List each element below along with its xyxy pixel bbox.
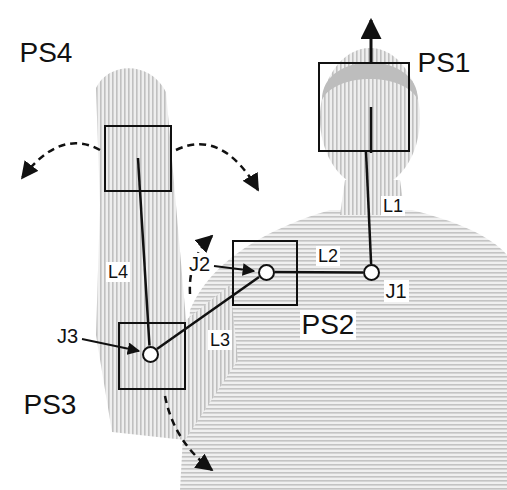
- posture-sensor-box: J2PS2: [232, 240, 298, 306]
- link-label: L4: [106, 262, 130, 282]
- link-line: [275, 271, 364, 274]
- joint-label: J3: [55, 325, 80, 347]
- link-label: L2: [316, 246, 340, 266]
- link-label: L1: [381, 196, 405, 216]
- rotation-arrow: [176, 144, 258, 190]
- posture-sensor-box: PS4: [104, 125, 172, 192]
- link-inner-segment: [370, 107, 373, 153]
- link-line: [157, 277, 259, 349]
- sensor-label: PS2: [300, 310, 357, 340]
- head-shape: [320, 48, 420, 188]
- joint-label: J1: [384, 280, 409, 302]
- link-inner-segment: [138, 158, 140, 192]
- posture-sensor-box: J3PS3: [118, 322, 186, 390]
- sensor-label: PS4: [18, 38, 75, 68]
- sensor-label: PS1: [416, 48, 473, 78]
- hair-shape: [322, 63, 418, 101]
- leader-arrow: [82, 339, 139, 351]
- joint-circle: J1: [363, 264, 380, 281]
- link-label: L3: [208, 330, 232, 350]
- joint-circle: J2: [258, 264, 275, 281]
- arm-shape: [96, 68, 238, 440]
- motion-arrow: [370, 20, 373, 62]
- leader-arrow: [214, 266, 254, 271]
- joint-circle: J3: [142, 346, 159, 363]
- sensor-label: PS3: [22, 390, 79, 420]
- link-line: [366, 152, 371, 264]
- rotation-arrow: [165, 396, 212, 470]
- posture-sensor-box: PS1: [318, 62, 410, 152]
- rotation-arrow: [22, 143, 100, 178]
- joint-label: J2: [187, 253, 212, 275]
